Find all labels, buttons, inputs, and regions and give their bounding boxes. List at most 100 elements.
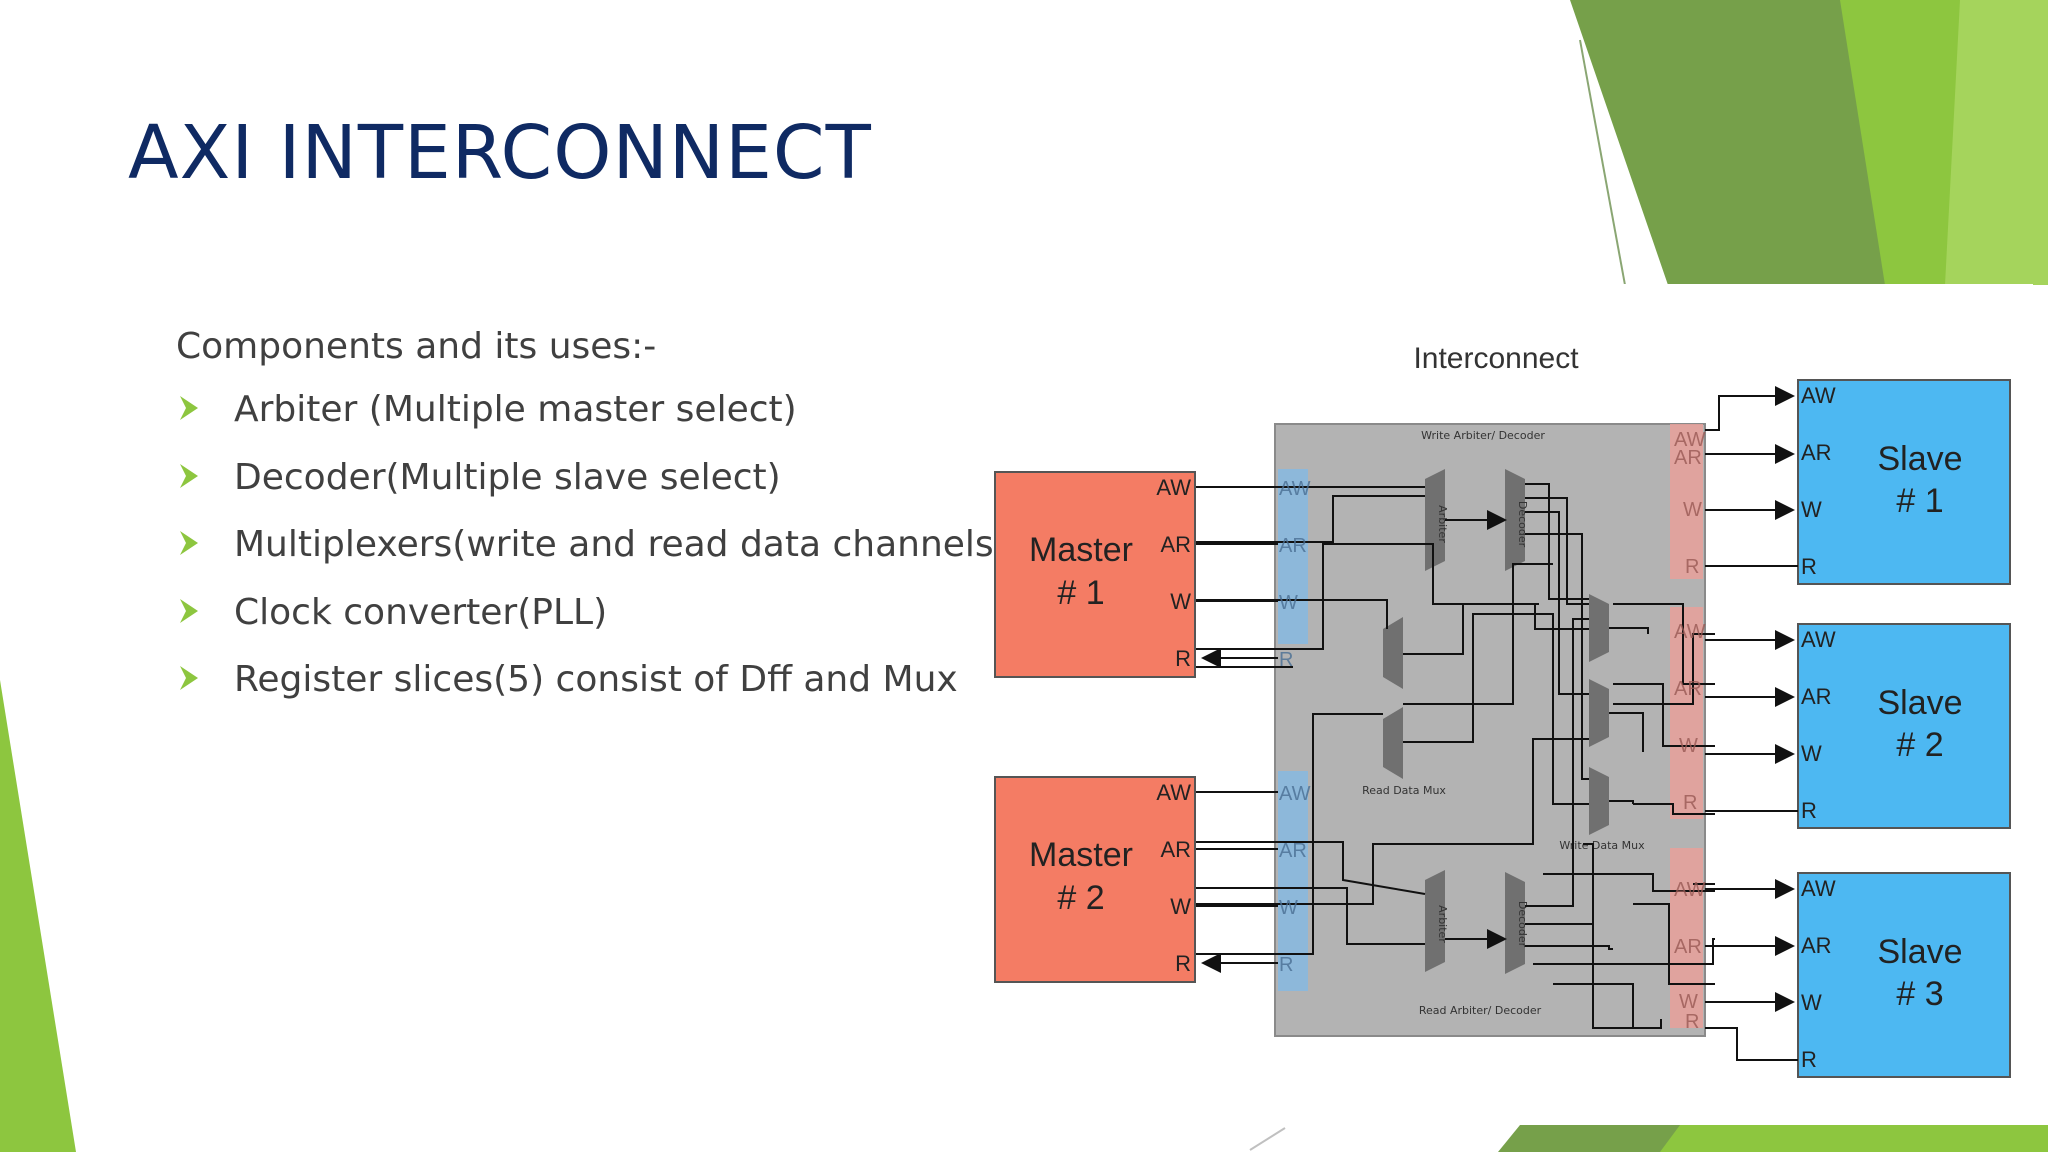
arrow-bullet-icon (180, 666, 198, 690)
master-2-number: # 2 (1057, 879, 1104, 917)
master-1-port-ar: AR (1160, 532, 1191, 557)
ic-s2-r: R (1683, 792, 1697, 814)
slave-3-label: Slave (1877, 933, 1962, 971)
bullet-list: Arbiter (Multiple master select) Decoder… (176, 388, 1008, 726)
write-mux-label: Write Data Mux (1559, 839, 1645, 852)
master-1-port-r: R (1175, 646, 1191, 671)
slave-2-number: # 2 (1896, 726, 1943, 764)
ic-s1-r: R (1685, 556, 1699, 578)
slide-title: AXI INTERCONNECT (128, 110, 872, 196)
slave-1-number: # 1 (1896, 482, 1943, 520)
read-arbiter-label: Read Arbiter/ Decoder (1419, 1004, 1542, 1017)
slave-1-port-w: W (1801, 497, 1822, 522)
ic-m2-aw: AW (1279, 783, 1311, 805)
slave-1-port-r: R (1801, 554, 1817, 579)
slave-1-block (1797, 379, 2011, 585)
slave-2-port-aw: AW (1801, 627, 1836, 652)
ic-m2-w: W (1279, 897, 1298, 919)
write-arbiter-label: Write Arbiter/ Decoder (1421, 429, 1545, 442)
ic-s3-w: W (1679, 991, 1698, 1013)
ic-m1-r: R (1279, 649, 1293, 671)
master-2-label: Master (1029, 836, 1133, 874)
master-2-port-aw: AW (1156, 780, 1191, 805)
ic-s3-ar: AR (1674, 936, 1702, 958)
bullet-text: Clock converter(PLL) (234, 591, 608, 633)
write-data-mux-1 (1589, 594, 1609, 662)
slave-2-port-ar: AR (1801, 684, 1832, 709)
read-data-mux-1 (1383, 617, 1403, 689)
ic-s1-ar: AR (1674, 447, 1702, 469)
thin-line-top (1579, 39, 1626, 286)
slave-1-label: Slave (1877, 440, 1962, 478)
arrow-bullet-icon (180, 531, 198, 555)
slave-port-strip-1 (1670, 424, 1703, 579)
master-2-port-ar: AR (1160, 837, 1191, 862)
slave-3-number: # 3 (1896, 975, 1943, 1013)
green-bottom-band-light (1660, 1125, 2048, 1152)
write-data-mux-2 (1589, 679, 1609, 747)
decoder-text-1: Decoder (1516, 501, 1529, 548)
ic-s1-w: W (1683, 499, 1702, 521)
bullet-item: Register slices(5) consist of Dff and Mu… (176, 658, 1008, 726)
master-2-port-r: R (1175, 951, 1191, 976)
slave-1-port-ar: AR (1801, 440, 1832, 465)
read-mux-label: Read Data Mux (1362, 784, 1446, 797)
master-1-label: Master (1029, 531, 1133, 569)
slave-port-strip-3 (1670, 848, 1703, 1028)
bullet-text: Arbiter (Multiple master select) (234, 389, 797, 430)
ic-m2-r: R (1279, 954, 1293, 976)
slave-3-port-r: R (1801, 1047, 1817, 1072)
ic-s2-w: W (1679, 735, 1698, 757)
ic-m1-aw: AW (1279, 478, 1311, 500)
master-1-port-aw: AW (1156, 475, 1191, 500)
ic-s3-aw: AW (1674, 879, 1706, 901)
diagram-title: Interconnect (1413, 342, 1579, 375)
write-data-mux-3 (1589, 767, 1609, 835)
bullet-text: Register slices(5) consist of Dff and Mu… (234, 659, 958, 700)
axi-interconnect-diagram: Interconnect Write Arbiter/ Decoder Read… (993, 284, 2033, 1125)
slave-2-label: Slave (1877, 684, 1962, 722)
slave-1-port-aw: AW (1801, 383, 1836, 408)
master-1-number: # 1 (1057, 574, 1104, 612)
ic-s2-ar: AR (1674, 678, 1702, 700)
intro-text: Components and its uses:- (176, 326, 657, 367)
master-1-block (994, 471, 1196, 678)
slave-2-block (1797, 623, 2011, 829)
slave-2-port-w: W (1801, 741, 1822, 766)
slave-wires (1705, 386, 1798, 1061)
green-stripe-dark (1570, 0, 1890, 285)
decoder-text-2: Decoder (1516, 901, 1529, 948)
read-data-mux-2 (1383, 707, 1403, 779)
ic-s1-aw: AW (1674, 429, 1706, 451)
arbiter-text-1: Arbiter (1436, 505, 1449, 543)
arrow-bullet-icon (180, 463, 198, 488)
write-decoder (1505, 469, 1525, 571)
bullet-item: Decoder(Multiple slave select) (176, 456, 1008, 524)
master-port-strip-1 (1278, 469, 1308, 644)
master-2-port-w: W (1170, 894, 1191, 919)
bullet-item: Clock converter(PLL) (176, 591, 1008, 659)
bullet-text: Decoder(Multiple slave select) (234, 456, 781, 498)
write-arbiter (1425, 469, 1445, 571)
bullet-text: Multiplexers(write and read data channel… (234, 524, 1008, 565)
arbiter-text-2: Arbiter (1436, 905, 1449, 943)
master-wires (1196, 486, 1278, 973)
master-1-port-w: W (1170, 589, 1191, 614)
slave-2-port-r: R (1801, 798, 1817, 823)
slave-3-block (1797, 872, 2011, 1078)
interconnect-block (1274, 423, 1706, 1037)
internal-wiring (1196, 483, 1715, 1029)
arrow-bullet-icon (180, 396, 198, 420)
green-stripe-light (1945, 0, 2048, 285)
slave-3-port-aw: AW (1801, 876, 1836, 901)
slave-port-strip-2 (1670, 607, 1703, 819)
read-decoder (1505, 872, 1525, 974)
master-2-block (994, 776, 1196, 983)
ic-m1-ar: AR (1279, 535, 1307, 557)
read-arbiter (1425, 870, 1445, 972)
bullet-item: Arbiter (Multiple master select) (176, 388, 1008, 456)
bullet-item: Multiplexers(write and read data channel… (176, 523, 1008, 591)
ic-m1-w: W (1279, 592, 1298, 614)
